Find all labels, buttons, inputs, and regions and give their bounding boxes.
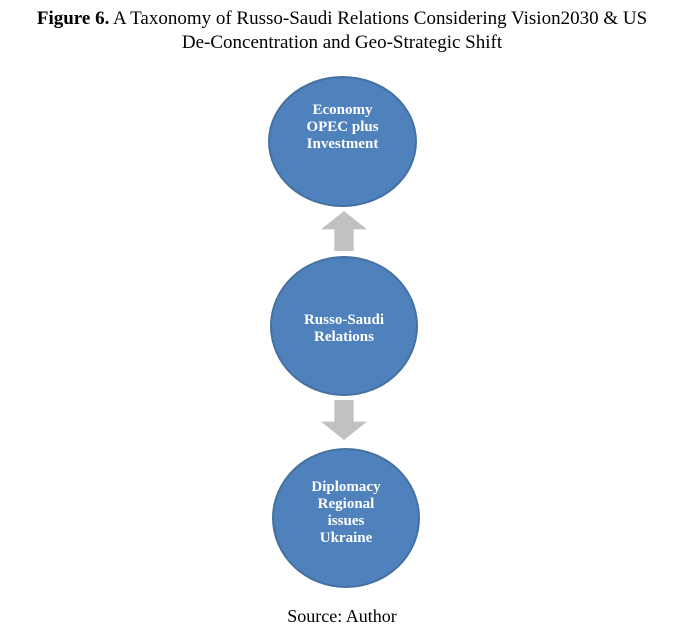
- node-diplomacy-circle: Diplomacy Regional issues Ukraine: [272, 448, 420, 588]
- node-diplomacy-label: Diplomacy Regional issues Ukraine: [311, 479, 381, 546]
- up-arrow-icon: [321, 211, 367, 251]
- down-arrow-icon: [321, 400, 367, 440]
- figure-title-line2: De-Concentration and Geo-Strategic Shift: [181, 32, 503, 53]
- source-caption: Source: Author: [287, 606, 397, 626]
- node-relations-circle: Russo-Saudi Relations: [270, 256, 418, 396]
- figure-title-line1: A Taxonomy of Russo-Saudi Relations Cons…: [113, 8, 648, 29]
- node-relations-label: Russo-Saudi Relations: [303, 312, 385, 345]
- figure-number-label: Figure 6.: [36, 8, 110, 29]
- figure-title: Figure 6. A Taxonomy of Russo-Saudi Rela…: [0, 7, 684, 55]
- node-economy-label: Economy OPEC plus Investment: [306, 102, 379, 152]
- node-economy-circle: Economy OPEC plus Investment: [268, 76, 417, 207]
